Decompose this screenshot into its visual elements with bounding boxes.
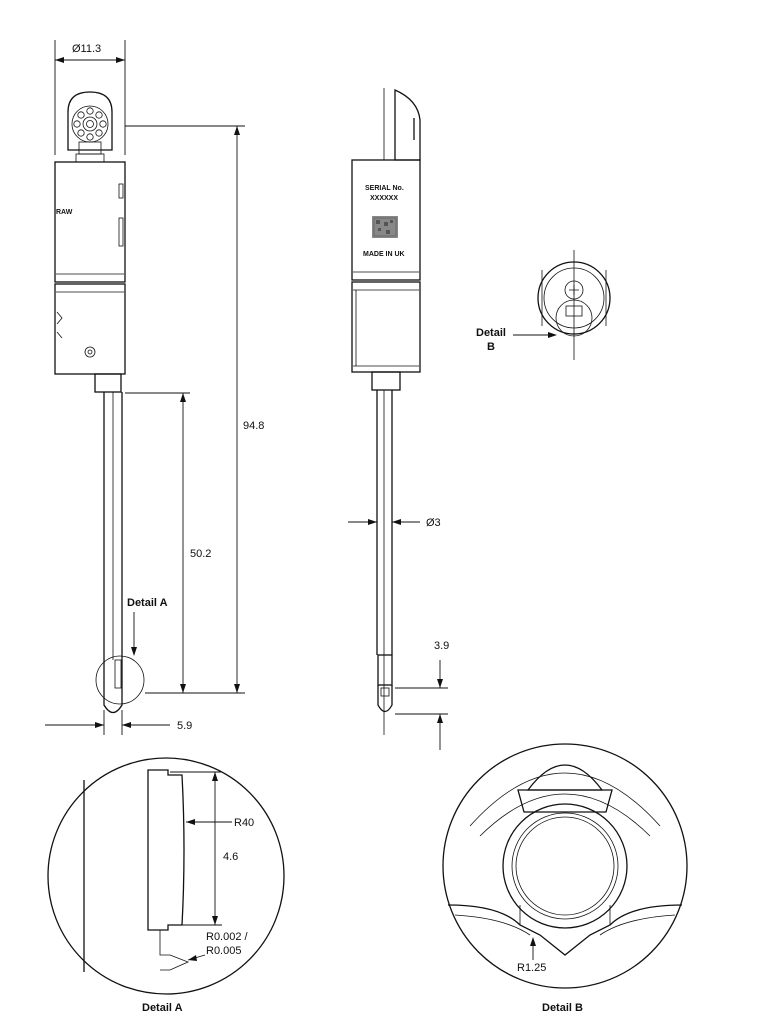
front-dimensions: [45, 40, 245, 735]
detail-a-callout: Detail A: [127, 597, 168, 609]
dim-overall-length: 94.8: [243, 420, 264, 432]
dim-tip-radius: R1.25: [517, 962, 546, 974]
detail-a-title: Detail A: [142, 1002, 183, 1014]
dim-edge-radius-line1: R0.002 /: [206, 931, 249, 943]
serial-value: XXXXXX: [370, 195, 398, 202]
detail-b-callout-line1: Detail: [476, 327, 506, 339]
detail-b-callout-line2: B: [487, 341, 495, 353]
detail-b-leader: [513, 332, 557, 338]
side-dimensions: [348, 519, 448, 750]
side-view: [351, 88, 421, 735]
dim-r40: R40: [234, 817, 254, 829]
datamatrix-code: [372, 216, 398, 238]
dim-offset: 5.9: [177, 720, 192, 732]
dim-stem-diameter: Ø3: [426, 517, 441, 529]
dim-detail-a-length: 4.6: [223, 851, 238, 863]
front-view: RAW: [54, 91, 145, 714]
made-in-label: MADE IN UK: [363, 251, 405, 258]
body-logo-text: RAW: [56, 209, 73, 216]
dim-edge-radius-line2: R0.005: [206, 945, 241, 957]
serial-label: SERIAL No.: [365, 185, 404, 192]
dim-stylus-length: 50.2: [190, 548, 211, 560]
detail-b-view: [442, 743, 688, 989]
dim-body-diameter: Ø11.3: [72, 43, 101, 55]
connector-pins: [73, 107, 107, 141]
detail-a-view: [47, 757, 285, 995]
detail-b-title: Detail B: [542, 1002, 583, 1014]
end-view: [537, 250, 611, 360]
dim-tip-length: 3.9: [434, 640, 449, 652]
